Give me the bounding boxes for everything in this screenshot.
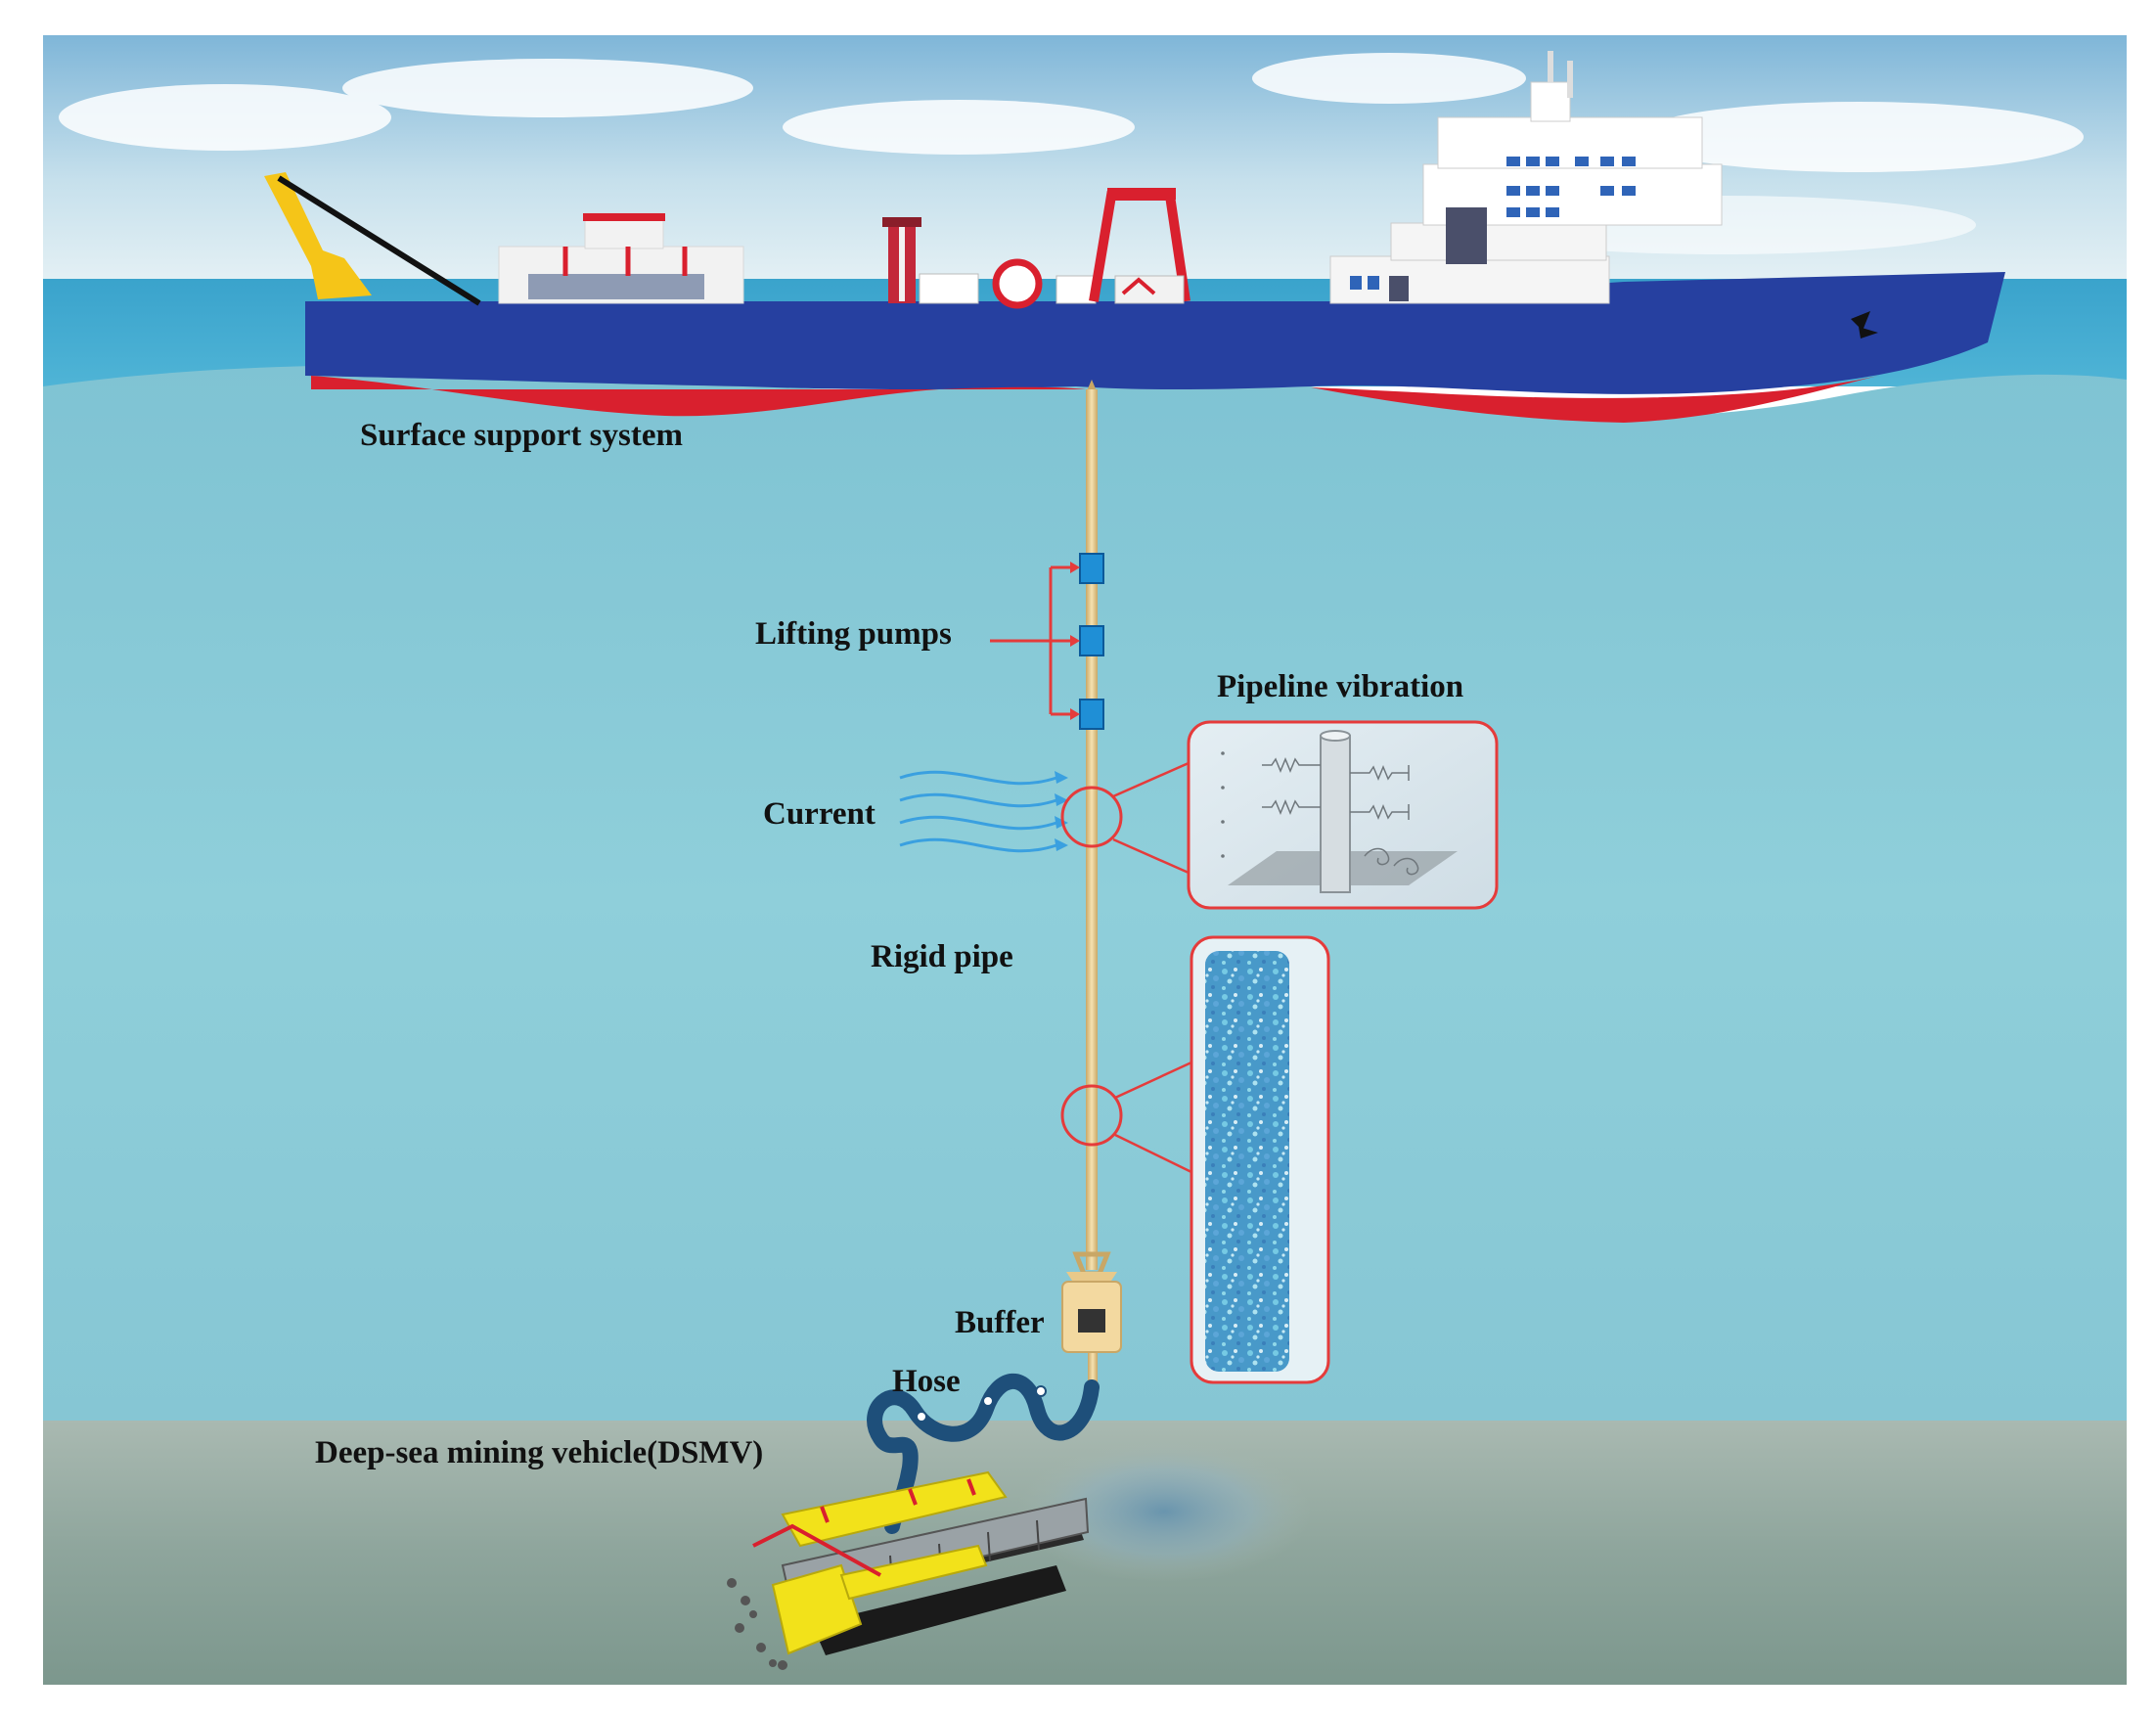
vessel-hull-bottom-stern xyxy=(1311,376,1878,423)
winch-drum xyxy=(992,258,1043,309)
label-lifting-pumps: Lifting pumps xyxy=(755,616,952,652)
lifting-pump-2 xyxy=(1079,625,1104,656)
label-dsmv: Deep-sea mining vehicle(DSMV) xyxy=(315,1435,763,1470)
hose-floats xyxy=(916,1385,1047,1423)
label-surface-support-system: Surface support system xyxy=(360,418,683,453)
mining-vehicle xyxy=(727,1470,1090,1670)
particle-flow-column xyxy=(1205,951,1289,1372)
hose xyxy=(867,1373,1100,1534)
pipe-lower xyxy=(1088,1350,1098,1389)
label-buffer: Buffer xyxy=(955,1305,1045,1340)
label-hose: Hose xyxy=(892,1364,961,1399)
buffer xyxy=(1061,1251,1122,1353)
vibration-schematic xyxy=(1221,730,1458,893)
buffer-window xyxy=(1078,1309,1105,1333)
lifting-pump-3 xyxy=(1079,699,1104,730)
sea xyxy=(43,365,2127,1428)
vibration-callout xyxy=(1060,720,1499,910)
lifting-pumps xyxy=(990,553,1104,730)
vessel-superstructure xyxy=(1329,51,1878,339)
labels: Surface support system Lifting pumps Pip… xyxy=(315,418,1463,1470)
vehicle-top-deck xyxy=(781,1470,1008,1548)
pump-arrowheads xyxy=(1070,562,1080,720)
current-arrows xyxy=(899,770,1057,853)
deck-containers xyxy=(498,212,744,304)
surface-vessel xyxy=(264,51,2005,423)
vehicle-nodules xyxy=(727,1578,787,1670)
lifting-pump-1 xyxy=(1079,553,1104,584)
launch-gantry xyxy=(882,188,1190,309)
rigid-pipe xyxy=(1086,380,1098,1389)
current-arrowheads xyxy=(1055,771,1068,851)
particle-zoom-circle xyxy=(1060,1084,1123,1147)
anchor-icon xyxy=(1851,311,1878,339)
pipe-body xyxy=(1086,389,1098,1270)
sediment-plume xyxy=(1017,1441,1311,1582)
label-pipeline-vibration: Pipeline vibration xyxy=(1217,669,1463,704)
label-rigid-pipe: Rigid pipe xyxy=(871,939,1013,974)
particle-callout xyxy=(1060,935,1330,1384)
bridge-windows xyxy=(1350,157,1636,290)
vibration-zoom-circle xyxy=(1060,786,1123,848)
stern-crane xyxy=(264,172,481,306)
label-current: Current xyxy=(763,796,876,832)
vessel-hull-bottom xyxy=(311,376,1086,417)
